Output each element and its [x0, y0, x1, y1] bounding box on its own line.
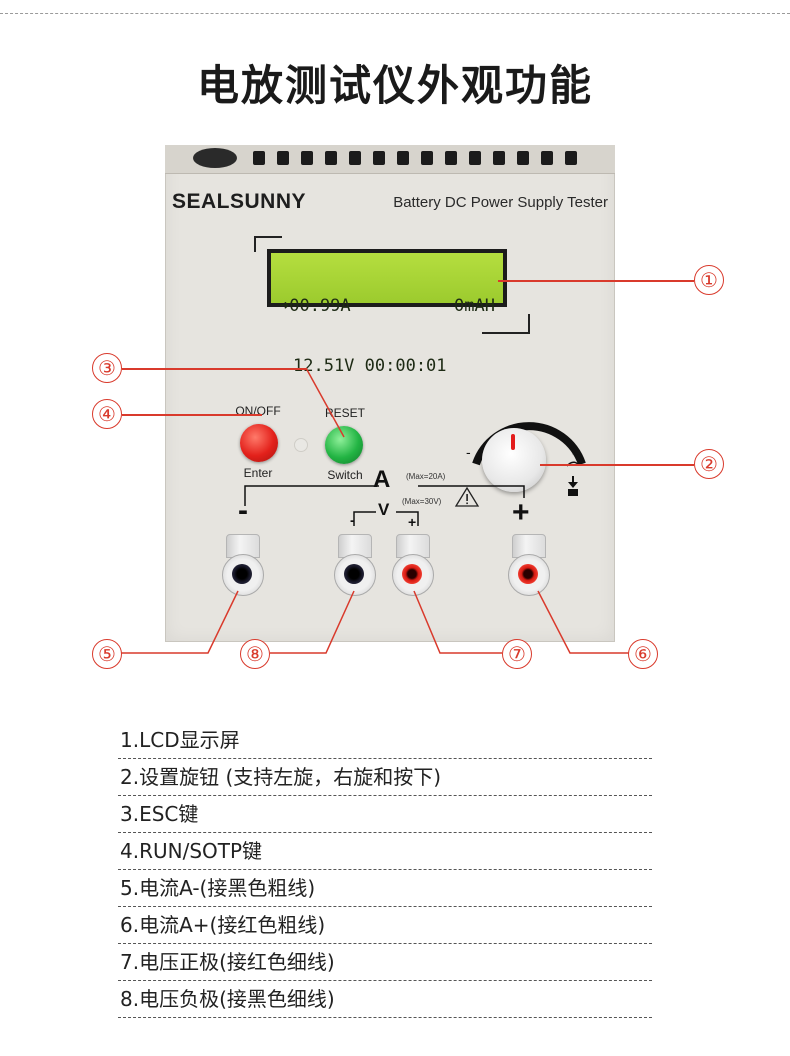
vent-slot: [493, 151, 505, 165]
onoff-label: ON/OFF: [235, 404, 281, 418]
amp-plus-sign: +: [512, 496, 530, 529]
callout-8: ⑧: [240, 639, 270, 669]
callout-1: ①: [694, 265, 724, 295]
lcd-corner-mark: [254, 236, 282, 252]
list-item: 5.电流A-(接黑色粗线): [118, 870, 652, 907]
lcd-line-1: ➜00.99A 0mAH: [279, 296, 495, 316]
vent-slot: [301, 151, 313, 165]
vent-slot: [325, 151, 337, 165]
volt-plus-sign: +: [408, 514, 417, 530]
lcd-corner-mark: [482, 314, 530, 334]
lcd-current: ➜00.99A: [279, 296, 351, 316]
callout-3: ③: [92, 353, 122, 383]
callout-line-3-diag: [305, 367, 345, 438]
indicator-led: [294, 438, 308, 452]
list-item: 2.设置旋钮 (支持左旋，右旋和按下): [118, 759, 652, 796]
function-list: 1.LCD显示屏 2.设置旋钮 (支持左旋，右旋和按下) 3.ESC键 4.RU…: [118, 722, 652, 1018]
enter-label: Enter: [243, 466, 273, 480]
tester-device: SEALSUNNY Battery DC Power Supply Tester…: [165, 145, 615, 642]
callout-2: ②: [694, 449, 724, 479]
volt-max-label: (Max=30V): [402, 497, 442, 506]
callout-line-4: [122, 414, 262, 416]
device-top-vents: [165, 145, 615, 174]
list-item: 6.电流A+(接红色粗线): [118, 907, 652, 944]
vent-slot: [469, 151, 481, 165]
list-item: 7.电压正极(接红色细线): [118, 944, 652, 981]
list-item: 1.LCD显示屏: [118, 722, 652, 759]
callout-6: ⑥: [628, 639, 658, 669]
volt-plus-jack[interactable]: [392, 534, 434, 596]
dial-minus: -: [466, 444, 471, 460]
amp-max-label: (Max=20A): [406, 472, 446, 481]
vent-slot: [421, 151, 433, 165]
vent-slot: [565, 151, 577, 165]
callout-line-2: [540, 464, 694, 466]
top-foot: [193, 148, 237, 168]
volt-symbol: V: [378, 500, 390, 519]
page-title: 电放测试仪外观功能: [196, 61, 593, 110]
amp-minus-sign: -: [238, 494, 248, 527]
callout-4: ④: [92, 399, 122, 429]
callout-line-3: [122, 368, 306, 370]
jack-callout-lines: [120, 590, 630, 654]
volt-bracket-line: [353, 511, 419, 526]
top-divider: [0, 13, 790, 14]
vent-slot: [349, 151, 361, 165]
switch-label: Switch: [327, 468, 363, 482]
amp-symbol: A: [373, 466, 391, 493]
dial-indicator: [511, 434, 515, 450]
volt-minus-jack[interactable]: [334, 534, 376, 596]
warning-icon: [454, 486, 480, 507]
list-item: 4.RUN/SOTP键: [118, 833, 652, 870]
onoff-button[interactable]: [240, 424, 278, 462]
device-subtitle: Battery DC Power Supply Tester: [393, 194, 608, 211]
volt-minus-sign: -: [350, 512, 355, 528]
setting-dial[interactable]: [482, 428, 546, 492]
list-item: 3.ESC键: [118, 796, 652, 833]
reset-button[interactable]: [325, 426, 363, 464]
vent-slot: [373, 151, 385, 165]
vent-slot: [397, 151, 409, 165]
callout-7: ⑦: [502, 639, 532, 669]
amp-bracket-line: [244, 485, 525, 506]
vent-slot: [445, 151, 457, 165]
list-item: 8.电压负极(接黑色细线): [118, 981, 652, 1018]
amp-plus-jack[interactable]: [508, 534, 550, 596]
lcd-capacity: 0mAH: [454, 296, 495, 316]
callout-5: ⑤: [92, 639, 122, 669]
vent-slot: [277, 151, 289, 165]
reset-label: RESET: [324, 406, 365, 420]
vent-slot: [541, 151, 553, 165]
callout-line-1: [498, 280, 694, 282]
vent-slot: [253, 151, 265, 165]
vent-slot: [517, 151, 529, 165]
amp-minus-jack[interactable]: [222, 534, 264, 596]
dial-plus: +: [572, 446, 580, 461]
brand-name: SEALSUNNY: [172, 190, 307, 213]
